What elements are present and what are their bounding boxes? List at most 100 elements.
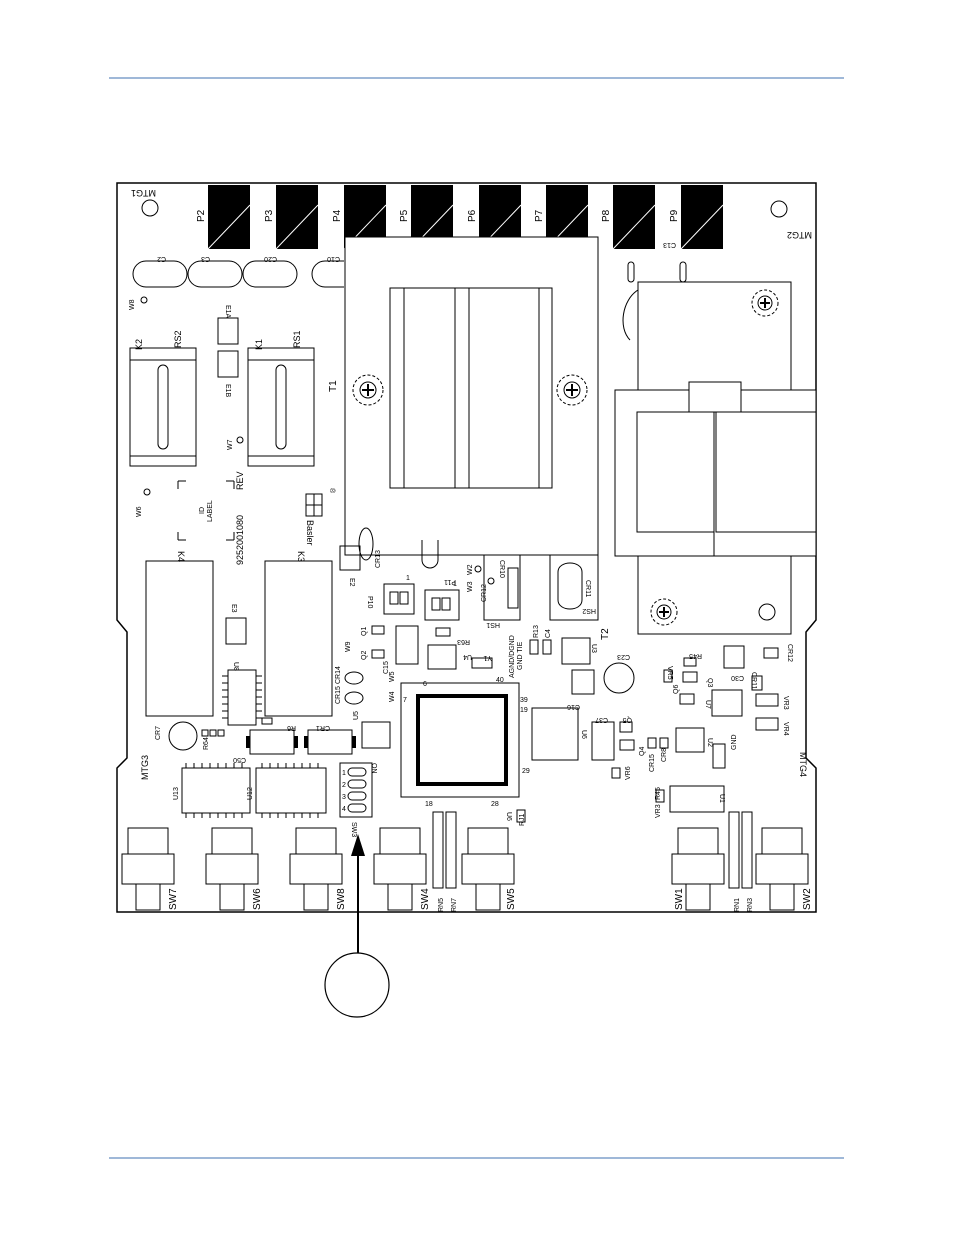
mounting-hole-mtg1: MTG1 (131, 188, 159, 217)
transformer-t2: T2 (600, 261, 817, 640)
u13-label: U13 (173, 787, 180, 800)
sw5-label: SW5 (506, 888, 517, 910)
screw-icon (650, 598, 678, 626)
dip-switch-sw3[interactable]: 1 2 3 4 ON SW3 (339, 762, 377, 837)
p6-label: P6 (467, 209, 478, 222)
r63-label: R64 (203, 737, 210, 750)
agnd-line1: AGND/DGND (509, 635, 516, 678)
p4-label: P4 (332, 209, 343, 222)
switch-sw8[interactable]: SW8 (289, 827, 347, 911)
rev-label: REV (235, 471, 245, 490)
ic-u1: U1 (669, 785, 725, 813)
p8-label: P8 (601, 209, 612, 222)
rn1-label: RN1 (734, 898, 741, 912)
vr6-label: VR5 (666, 666, 673, 680)
transformer-t1: T1 (328, 236, 599, 569)
agnd-line2: GND TIE (517, 641, 524, 670)
cr1-label: CR8 (661, 748, 668, 762)
switch-sw1[interactable]: SW1 (671, 827, 725, 911)
u1-label: U1 (718, 794, 725, 803)
w2-label: W2 (467, 564, 474, 575)
k4-label: K4 (176, 551, 186, 562)
r6-label: VR3 (655, 804, 662, 818)
y1-label: Y1 (483, 654, 492, 661)
p5-label: P5 (399, 209, 410, 222)
plcc-pin-28: 28 (491, 801, 499, 808)
capacitor-row: C2 C3 C20 C10 C13 (132, 241, 676, 288)
callout-arrow (351, 834, 365, 955)
mtg4-label: MTG4 (798, 752, 808, 777)
connector-p9: P9 (669, 185, 724, 250)
footer-rule (109, 1157, 844, 1159)
hs1-label: HS1 (486, 621, 500, 628)
switch-sw6[interactable]: SW6 (205, 827, 263, 911)
w7-label: W7 (227, 439, 234, 450)
w4-label: W4 (389, 691, 396, 702)
dip-pos-4: 4 (342, 806, 346, 813)
header-p10: P10 (366, 583, 415, 615)
switch-sw2[interactable]: SW2 (755, 827, 813, 911)
c13-label: C13 (663, 241, 676, 248)
brand-label: Basler (305, 520, 315, 546)
board-outline (116, 182, 817, 913)
u7-label: U7 (704, 700, 711, 709)
part-number: 9252001080 (235, 515, 245, 565)
vr5-label: VR6 (625, 766, 632, 780)
t2-label: T2 (600, 628, 611, 640)
q4-label: Q4 (639, 747, 646, 756)
sw1-label: SW1 (674, 888, 685, 910)
c11-label: C23 (617, 653, 630, 660)
r67-label: R6 (287, 724, 296, 731)
r57-label: R63 (457, 638, 470, 645)
sw6-label: SW6 (252, 888, 263, 910)
callout-circle (324, 952, 390, 1018)
plcc-pin-40: 40 (496, 677, 504, 684)
ic-u13: U13 (173, 763, 251, 818)
mtg1-label: MTG1 (131, 188, 156, 198)
c15-label: C16 (567, 703, 580, 710)
switch-sw7[interactable]: SW7 (121, 827, 179, 911)
e1b-label: E1B (224, 384, 231, 398)
ic-u12: U12 (247, 763, 327, 818)
registered-mark: ® (328, 488, 336, 494)
header-p11: P11 (424, 578, 460, 621)
qfp-pin-19: 19 (520, 707, 528, 714)
mounting-hole-mtg3: MTG3 (140, 721, 198, 780)
q2-label: Q2 (361, 651, 368, 660)
q1-label: Q1 (361, 627, 368, 636)
capacitor-c11 (603, 662, 635, 694)
c4-label: C4 (545, 629, 552, 638)
p2-label: P2 (196, 209, 207, 222)
switch-sw4[interactable]: SW4 (373, 827, 431, 911)
cr13-label: CR12 (786, 644, 793, 662)
dip-on-label: ON (370, 763, 377, 774)
rs2-label: RS2 (173, 330, 183, 348)
mounting-hole-mtg2: MTG2 (770, 200, 812, 240)
t1-label: T1 (328, 380, 339, 392)
q6-label: Q6 (673, 685, 680, 694)
connector-p2: P2 (196, 185, 251, 250)
q3-label: Q3 (706, 678, 713, 687)
heatsink-hs2: HS2 (549, 554, 599, 621)
header-pin1-p11: 1 (453, 581, 457, 588)
basler-logo-icon (305, 493, 323, 517)
connector-p8: P8 (601, 185, 656, 250)
c3-label: C3 (201, 255, 210, 262)
u2-label: U2 (706, 738, 713, 747)
sw3-label: SW3 (350, 822, 357, 837)
relay-k1: K1 RS1 (247, 330, 315, 467)
id-label-line2: LABEL (207, 500, 214, 522)
u10-label: U6 (505, 812, 512, 821)
screw-icon (556, 374, 588, 406)
u6-label: U6 (580, 730, 587, 739)
q5-label: Q5 (623, 716, 632, 723)
header-pin1-p10: 1 (406, 575, 410, 582)
ic-u10-plcc: 6 7 18 28 29 40 U6 (400, 677, 530, 821)
mtg3-label: MTG3 (140, 755, 150, 780)
switch-sw5[interactable]: SW5 (461, 827, 517, 911)
ic-u6-qfp: 39 19 U6 (520, 697, 587, 761)
c14-label: C15 (383, 661, 390, 674)
relay-k3: K3 (264, 551, 333, 717)
u12-label: U12 (247, 787, 254, 800)
c20-label: C20 (264, 255, 277, 262)
